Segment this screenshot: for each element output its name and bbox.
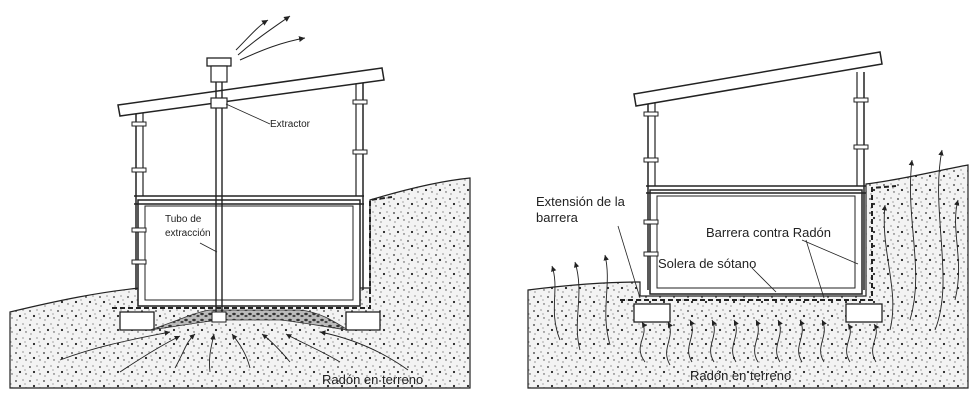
right-footing-right (845, 303, 883, 323)
right-roof (633, 51, 883, 107)
left-exhaust-arrow-2 (239, 36, 306, 61)
left-panel: Extractor Tubo de extracción Radón en te… (9, 15, 471, 389)
right-soil (527, 164, 969, 389)
right-basement (649, 189, 863, 295)
right-panel: Extensión de la barrera Barrera contra R… (527, 51, 969, 389)
label-tube-line1: Tubo de (165, 214, 202, 225)
label-barrier: Barrera contra Radón (706, 225, 831, 240)
label-radon-right: Radón en terreno (690, 368, 791, 383)
label-extension-line2: barrera (536, 210, 579, 225)
left-basement (137, 199, 361, 307)
label-extractor: Extractor (270, 119, 311, 130)
right-footing-left (633, 303, 671, 323)
label-radon-left: Radón en terreno (322, 372, 423, 387)
left-vent-cap (206, 57, 232, 67)
label-tube-line2: extracción (165, 228, 211, 239)
left-extractor-unit (210, 97, 228, 109)
left-dashed-barrier (112, 196, 393, 309)
left-soil (9, 177, 471, 389)
left-radon-flow (59, 330, 409, 373)
left-exhaust-arrow-3 (235, 19, 269, 51)
label-extension-line1: Extensión de la (536, 194, 626, 209)
left-exhaust-arrow-1 (237, 15, 291, 56)
label-slab: Solera de sótano (658, 256, 756, 271)
left-roof (117, 67, 385, 117)
right-radon-flow (551, 149, 960, 366)
left-footing-left (119, 311, 155, 331)
right-dashed-barrier (620, 185, 897, 301)
left-gravel-bed (149, 309, 349, 331)
left-footing-right (345, 311, 381, 331)
